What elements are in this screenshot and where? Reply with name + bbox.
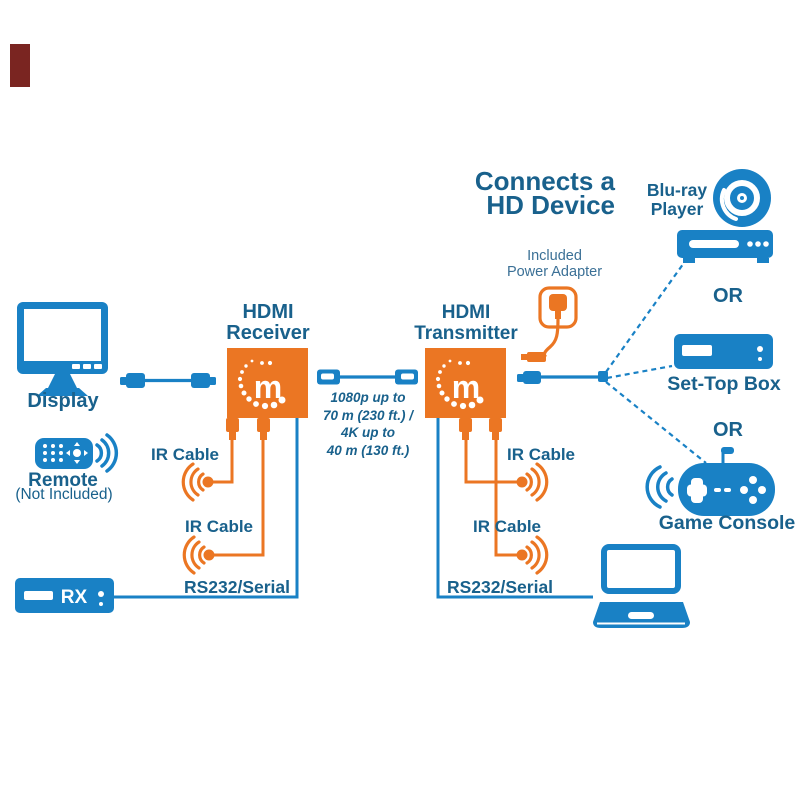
transmitter-title-line2: Transmitter [414,323,518,344]
receiver-ir-cables [181,418,270,575]
power-adapter-line1: Included [527,248,582,264]
link-note-line2: 70 m (230 ft.) / [322,407,414,423]
rx-label: RX [61,587,88,608]
receiver-ir-cable-label-2: IR Cable [185,517,254,536]
power-adapter-icon [521,286,578,362]
link-note-line1: 1080p up to [330,390,406,405]
power-adapter-label: Included Power Adapter [492,248,617,280]
transmitter-title-line1: HDMI [441,302,491,323]
page-title: Connects a HD Device [440,166,615,220]
remote-note-label: (Not Included) [15,486,113,503]
game-console-label: Game Console [658,512,796,534]
bluray-player-icon [677,169,773,263]
ethernet-cable-icon [317,369,418,385]
link-distance-note: 1080p up to 70 m (230 ft.) / 4K up to 40… [306,389,430,459]
receiver-serial-label: RS232/Serial [183,577,290,597]
transmitter-ir-cables [459,418,549,575]
logo-m-transmitter: m [452,369,480,405]
receiver-ir-cable-label-1: IR Cable [151,445,220,464]
settop-box-icon [674,334,773,369]
or-label-1: OR [713,285,743,307]
page-title-line1: Connects a [474,166,615,196]
or-label-2: OR [713,419,743,441]
device-select-dashed-lines [605,259,707,464]
settop-label: Set-Top Box [667,373,781,395]
receiver-title: HDMI Receiver [222,302,314,344]
transmitter-ir-cable-label-2: IR Cable [473,517,542,536]
hdmi-cable-left-icon [120,373,216,388]
power-adapter-line2: Power Adapter [506,263,603,280]
receiver-title-line2: Receiver [226,322,310,344]
link-note-line3: 4K up to [341,425,395,440]
bluray-label-line2: Player [650,198,704,219]
hdmi-receiver-box: m [227,348,308,418]
remote-label: Remote [28,470,98,491]
rx-box-icon: RX [15,578,114,613]
transmitter-serial-label: RS232/Serial [447,577,554,597]
hdmi-transmitter-box: m [425,348,506,418]
manhattan-logo-transmitter: m [435,359,484,410]
serial-line-receiver [114,418,299,599]
display-label: Display [27,390,99,412]
hdmi-cable-right-icon [517,371,608,384]
link-note-line4: 40 m (130 ft.) [326,442,410,458]
transmitter-ir-cable-label-1: IR Cable [507,445,576,464]
page-title-line2: HD Device [486,190,615,220]
manhattan-logo-receiver: m [237,359,286,410]
bluray-label: Blu-ray Player [638,181,716,218]
laptop-icon [593,544,690,628]
receiver-title-line1: HDMI [242,301,294,323]
corner-mark [10,44,30,87]
serial-line-transmitter [436,418,593,599]
game-console-icon [645,447,775,516]
remote-icon [35,433,119,473]
bluray-label-line1: Blu-ray [646,180,708,200]
logo-m-receiver: m [254,369,282,405]
transmitter-title: HDMI Transmitter [413,302,519,344]
display-icon [17,302,108,396]
